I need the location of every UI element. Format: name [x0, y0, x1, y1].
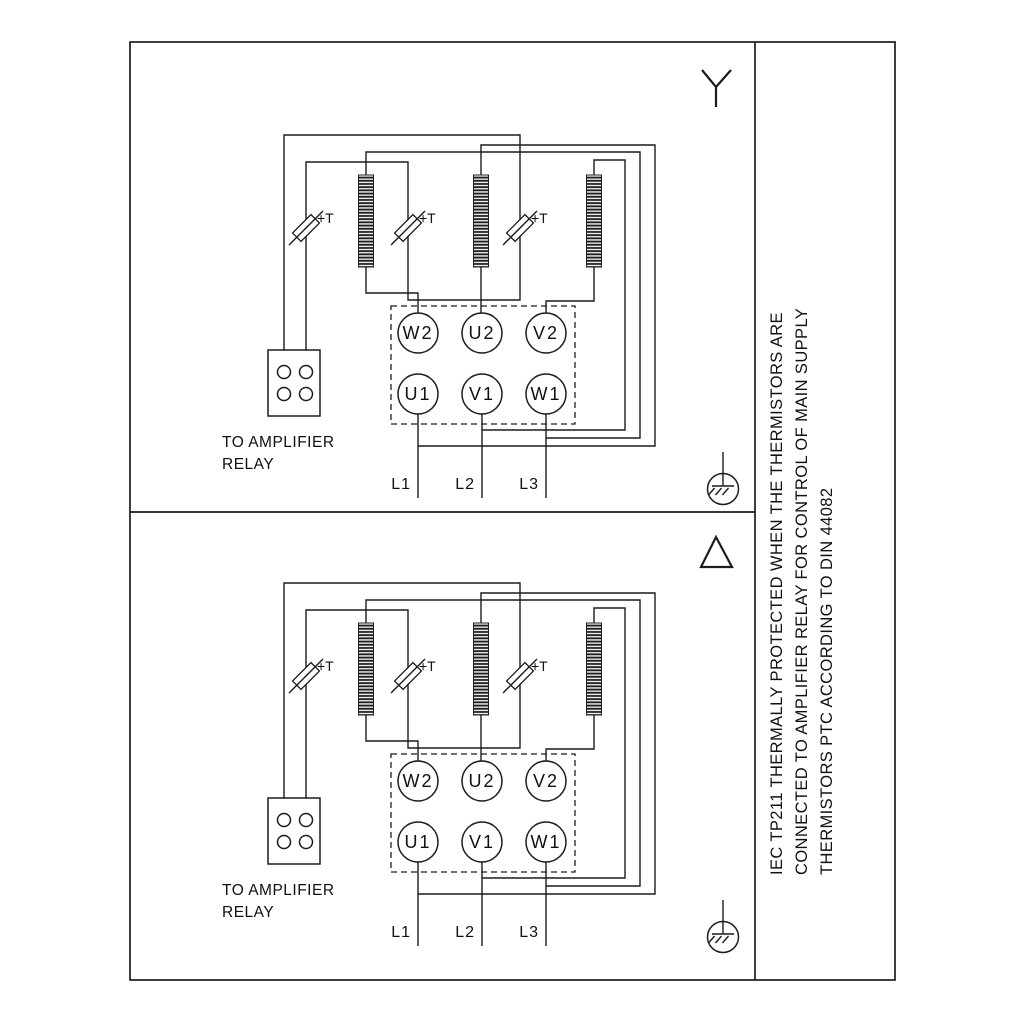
phase-label: L3 [519, 924, 539, 941]
wire [365, 599, 641, 887]
wire [482, 607, 626, 879]
wire [365, 151, 641, 439]
side-note-line: CONNECTED TO AMPLIFIER RELAY FOR CONTROL… [793, 308, 811, 875]
terminal-w1 [525, 821, 567, 863]
winding-coil [473, 622, 489, 716]
terminal-w2 [397, 760, 439, 802]
wire [545, 715, 595, 761]
wire [305, 161, 409, 400]
winding-coil [358, 174, 374, 268]
supply-leads [417, 414, 547, 498]
side-note: IEC TP211 THERMALLY PROTECTED WHEN THE T… [768, 308, 836, 875]
terminal-u1 [397, 373, 439, 415]
phase-label: L1 [391, 476, 411, 493]
terminal-label: U1 [404, 384, 431, 404]
winding-coil [473, 174, 489, 268]
thermistor-label: +T [531, 210, 548, 226]
terminal-board-outline [390, 753, 576, 873]
relay-caption: TO AMPLIFIER [222, 434, 335, 451]
wire [365, 267, 419, 313]
wire [365, 715, 419, 761]
phase-label: L3 [519, 476, 539, 493]
thermistor-label: +T [317, 210, 334, 226]
thermistor-icon [288, 658, 324, 694]
relay-connector [267, 349, 321, 417]
earth-symbol [706, 452, 740, 506]
terminal-u2 [461, 760, 503, 802]
relay-terminal [298, 386, 314, 402]
panel-dividers [130, 42, 756, 980]
panel-delta: +T +T +T W2 U2 V2 U1 V1 W1 TO AMPLIFIER … [222, 582, 740, 954]
phase-label: L1 [391, 924, 411, 941]
wire [545, 267, 595, 313]
terminal-label: V2 [533, 771, 559, 791]
thermistor-label: +T [419, 658, 436, 674]
relay-terminal [298, 812, 314, 828]
terminal-label: W2 [403, 771, 434, 791]
side-note-line: THERMISTORS PTC ACCORDING TO DIN 44082 [818, 488, 836, 875]
relay-caption: RELAY [222, 456, 274, 473]
terminal-u2 [461, 312, 503, 354]
panel-star: +T +T +T W2 U2 V2 U1 V1 W1 TO AMPLIFIER … [222, 134, 740, 506]
wire [283, 582, 521, 848]
relay-terminal [276, 834, 292, 850]
terminal-label: W1 [531, 384, 562, 404]
delta-symbol [699, 534, 734, 569]
winding-coil [358, 622, 374, 716]
terminal-label: V1 [469, 832, 495, 852]
terminal-w2 [397, 312, 439, 354]
terminal-v2 [525, 312, 567, 354]
thermistor-icon [288, 210, 324, 246]
wire [418, 592, 656, 895]
thermistor-label: +T [419, 210, 436, 226]
relay-terminal [298, 364, 314, 380]
terminal-label: W2 [403, 323, 434, 343]
relay-terminal [298, 834, 314, 850]
earth-symbol [706, 900, 740, 954]
thermistor-icon [390, 210, 426, 246]
thermistor-label: +T [531, 658, 548, 674]
phase-label: L2 [455, 924, 475, 941]
wire [305, 609, 409, 848]
relay-terminal [276, 386, 292, 402]
thermistor-icon [502, 658, 538, 694]
side-note-line: IEC TP211 THERMALLY PROTECTED WHEN THE T… [768, 312, 786, 875]
diagram-border [129, 41, 896, 981]
wire [482, 159, 626, 431]
winding-coil [586, 174, 602, 268]
thermistor-icon [390, 658, 426, 694]
wire [418, 144, 656, 447]
supply-leads [417, 862, 547, 946]
wye-symbol [701, 69, 732, 107]
terminal-label: V1 [469, 384, 495, 404]
terminal-v1 [461, 821, 503, 863]
terminal-v1 [461, 373, 503, 415]
phase-label: L2 [455, 476, 475, 493]
terminal-label: U1 [404, 832, 431, 852]
terminal-label: W1 [531, 832, 562, 852]
thermistor-icon [502, 210, 538, 246]
relay-terminal [276, 364, 292, 380]
terminal-u1 [397, 821, 439, 863]
terminal-label: U2 [468, 323, 495, 343]
wire [283, 134, 521, 400]
relay-connector [267, 797, 321, 865]
relay-caption: TO AMPLIFIER [222, 882, 335, 899]
relay-caption: RELAY [222, 904, 274, 921]
winding-coil [586, 622, 602, 716]
terminal-v2 [525, 760, 567, 802]
terminal-w1 [525, 373, 567, 415]
terminal-label: V2 [533, 323, 559, 343]
relay-terminal [276, 812, 292, 828]
thermistor-label: +T [317, 658, 334, 674]
terminal-board-outline [390, 305, 576, 425]
terminal-label: U2 [468, 771, 495, 791]
